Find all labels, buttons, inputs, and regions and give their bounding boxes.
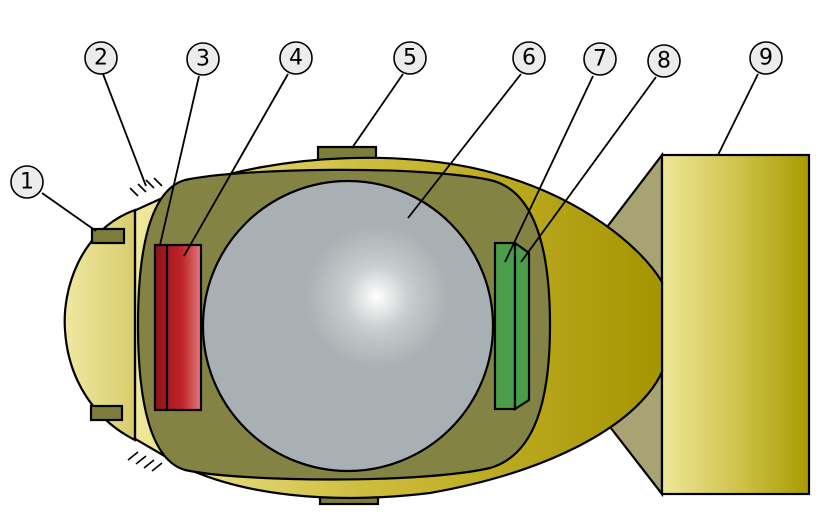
lower-side-lug [89, 404, 124, 422]
core-sphere [201, 179, 495, 473]
callout-1: 1 [10, 165, 44, 199]
callout-5-label: 5 [403, 46, 417, 71]
upper-side-lug [90, 227, 126, 245]
callout-6-label: 6 [522, 46, 536, 71]
callout-3: 3 [186, 42, 220, 76]
callout-9: 9 [749, 41, 783, 75]
callout-7: 7 [583, 42, 617, 76]
red-block [153, 243, 203, 412]
callout-4: 4 [279, 41, 313, 75]
callout-8-label: 8 [657, 49, 671, 74]
green-block [493, 240, 531, 412]
callout-7-label: 7 [593, 47, 607, 72]
callout-9-label: 9 [759, 46, 773, 71]
callout-8: 8 [647, 44, 681, 78]
tail-box [660, 153, 811, 496]
callout-4-label: 4 [289, 46, 303, 71]
callout-6: 6 [512, 41, 546, 75]
callout-1-label: 1 [20, 170, 34, 195]
callout-2-label: 2 [94, 46, 108, 71]
callout-5: 5 [393, 41, 427, 75]
hatch-marks [127, 177, 163, 472]
leader-lines [41, 73, 759, 263]
callout-2: 2 [84, 41, 118, 75]
callout-3-label: 3 [196, 47, 210, 72]
callouts: 1 2 3 4 5 6 7 8 [10, 41, 783, 199]
